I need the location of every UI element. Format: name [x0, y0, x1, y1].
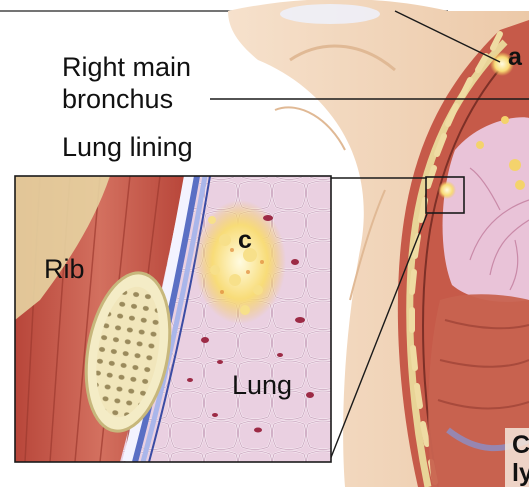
cut-label-2: ly — [512, 458, 529, 487]
neck-highlight — [280, 4, 380, 24]
marker-c: c — [238, 225, 252, 255]
inset-detail — [15, 176, 331, 462]
label-right-main-bronchus-1: Right main — [62, 52, 191, 82]
label-right-main-bronchus-2: bronchus — [62, 84, 173, 114]
label-lung: Lung — [232, 370, 292, 400]
cut-label-1: C — [512, 430, 529, 460]
label-lung-lining: Lung lining — [62, 132, 193, 162]
label-rib: Rib — [44, 254, 85, 284]
marker-a: a — [508, 42, 522, 72]
